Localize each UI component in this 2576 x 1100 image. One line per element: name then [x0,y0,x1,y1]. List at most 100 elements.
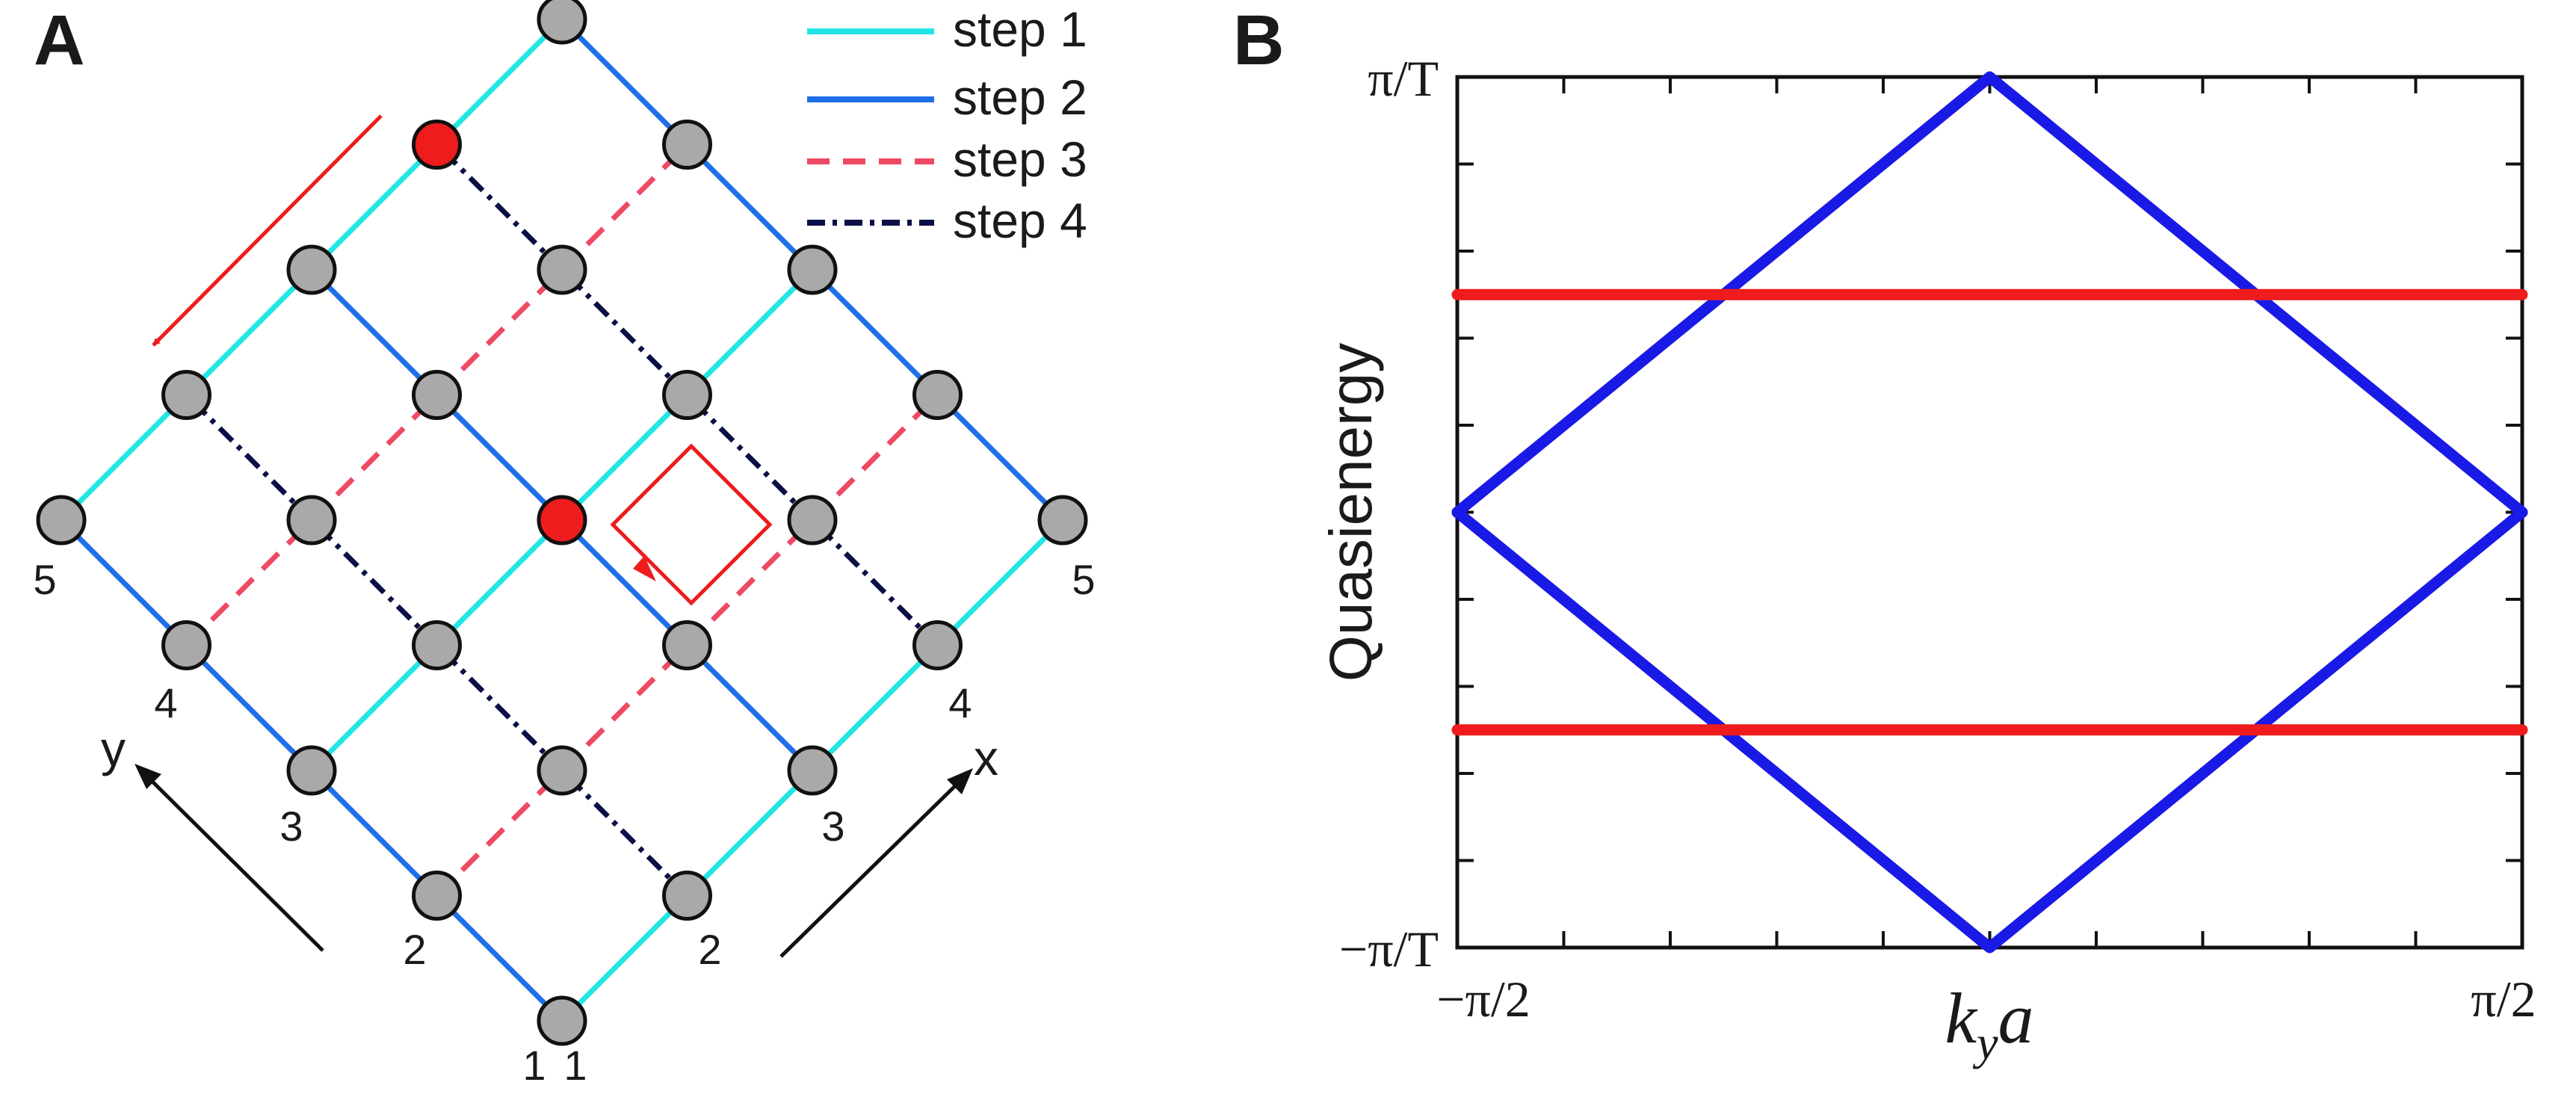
blue-band-line-0 [1451,71,2528,518]
bond-x [59,393,188,522]
bond-y [685,393,815,522]
bond-y [435,393,564,522]
bond-y [435,894,564,1023]
lattice-site [161,370,211,420]
bond-y [309,768,439,897]
y-index-label: 2 [403,926,426,973]
bond-y [185,393,314,522]
x-tick-label-right: π/2 [2471,971,2536,1028]
lattice-site [662,370,712,420]
bond-x [185,518,314,647]
bond-x [309,643,439,773]
blue-band-line-1 [1451,507,2528,954]
bond-y [560,768,689,897]
lattice-site [537,0,587,45]
legend-label-step2: step 2 [953,69,1087,125]
legend-label-step1: step 1 [953,1,1087,57]
red-loop-arrowhead [633,556,656,581]
y-tick-label-top: π/T [1368,50,1439,107]
y-index-label: 1 [522,1042,546,1089]
bond-x [685,268,815,397]
lattice-site [1037,495,1088,546]
lattice-site [537,995,587,1046]
x-index-label: 1 [563,1042,587,1089]
bond-y [59,518,188,647]
lattice-site-highlighted [537,495,587,546]
lattice-site [662,120,712,170]
bond-x [309,393,439,522]
bond-x [936,518,1065,647]
red-translation-arrow [152,114,383,347]
lattice-site [787,244,838,295]
legend: step 1 step 2 step 3 step 4 [807,1,1087,248]
bond-y [560,518,689,647]
plot-frame [1455,75,2524,950]
lattice-site [787,745,838,796]
lattice-site [537,745,587,796]
lattice-site [537,244,587,295]
y-index-label: 3 [279,803,303,850]
bond-x [435,518,564,647]
lattice-site [662,871,712,921]
lattice-site-highlighted [412,120,462,170]
panel-label-b: B [1233,1,1285,80]
bond-x [560,643,689,773]
bond-y [685,643,815,773]
bond-y [936,393,1065,522]
x-axis-arrow [779,776,966,958]
x-index-label: 3 [821,803,844,850]
bond-y [810,518,939,647]
bond-x [685,768,815,897]
lattice-site [412,871,462,921]
bond-x [435,17,564,146]
lattice-bonds [59,17,1065,1023]
bond-x [560,894,689,1023]
bond-x [435,768,564,897]
y-index-label: 4 [154,679,177,726]
x-axis-label: kya [1945,978,2033,1069]
legend-label-step3: step 3 [953,132,1087,187]
lattice-sites [36,0,1088,1046]
y-axis-label: Quasienergy [1318,343,1384,682]
x-index-label: 5 [1072,556,1095,603]
bond-y [435,643,564,773]
lattice-site [286,745,337,796]
bond-x [685,518,815,647]
lattice-site [161,620,211,670]
bond-x [185,268,314,397]
panel-label-a: A [34,1,85,80]
bond-x [560,393,689,522]
lattice-site [662,620,712,670]
bond-y [435,143,564,272]
bond-y [560,17,689,146]
x-axis-label: x [974,730,998,785]
red-loop-square [610,443,773,606]
y-tick-label-bottom: −π/T [1339,921,1439,977]
lattice-site [912,620,963,670]
legend-label-step4: step 4 [953,193,1087,248]
lattice-site [412,620,462,670]
y-axis-label: y [101,721,126,776]
y-axis-arrow [142,771,324,952]
lattice-site [36,495,87,546]
bond-x [560,143,689,272]
lattice-site [787,495,838,546]
bond-y [309,268,439,397]
x-axis-arrowhead [947,768,973,794]
lattice-site [286,495,337,546]
bond-y [309,518,439,647]
bond-x [810,643,939,773]
bond-y [685,143,815,272]
x-index-label: 2 [698,926,721,973]
lattice-site [912,370,963,420]
bond-x [435,268,564,397]
lattice-site [286,244,337,295]
x-index-label: 4 [948,679,972,726]
y-axis-arrowhead [135,764,161,789]
bond-y [810,268,939,397]
bond-x [309,143,439,272]
bond-y [560,268,689,397]
